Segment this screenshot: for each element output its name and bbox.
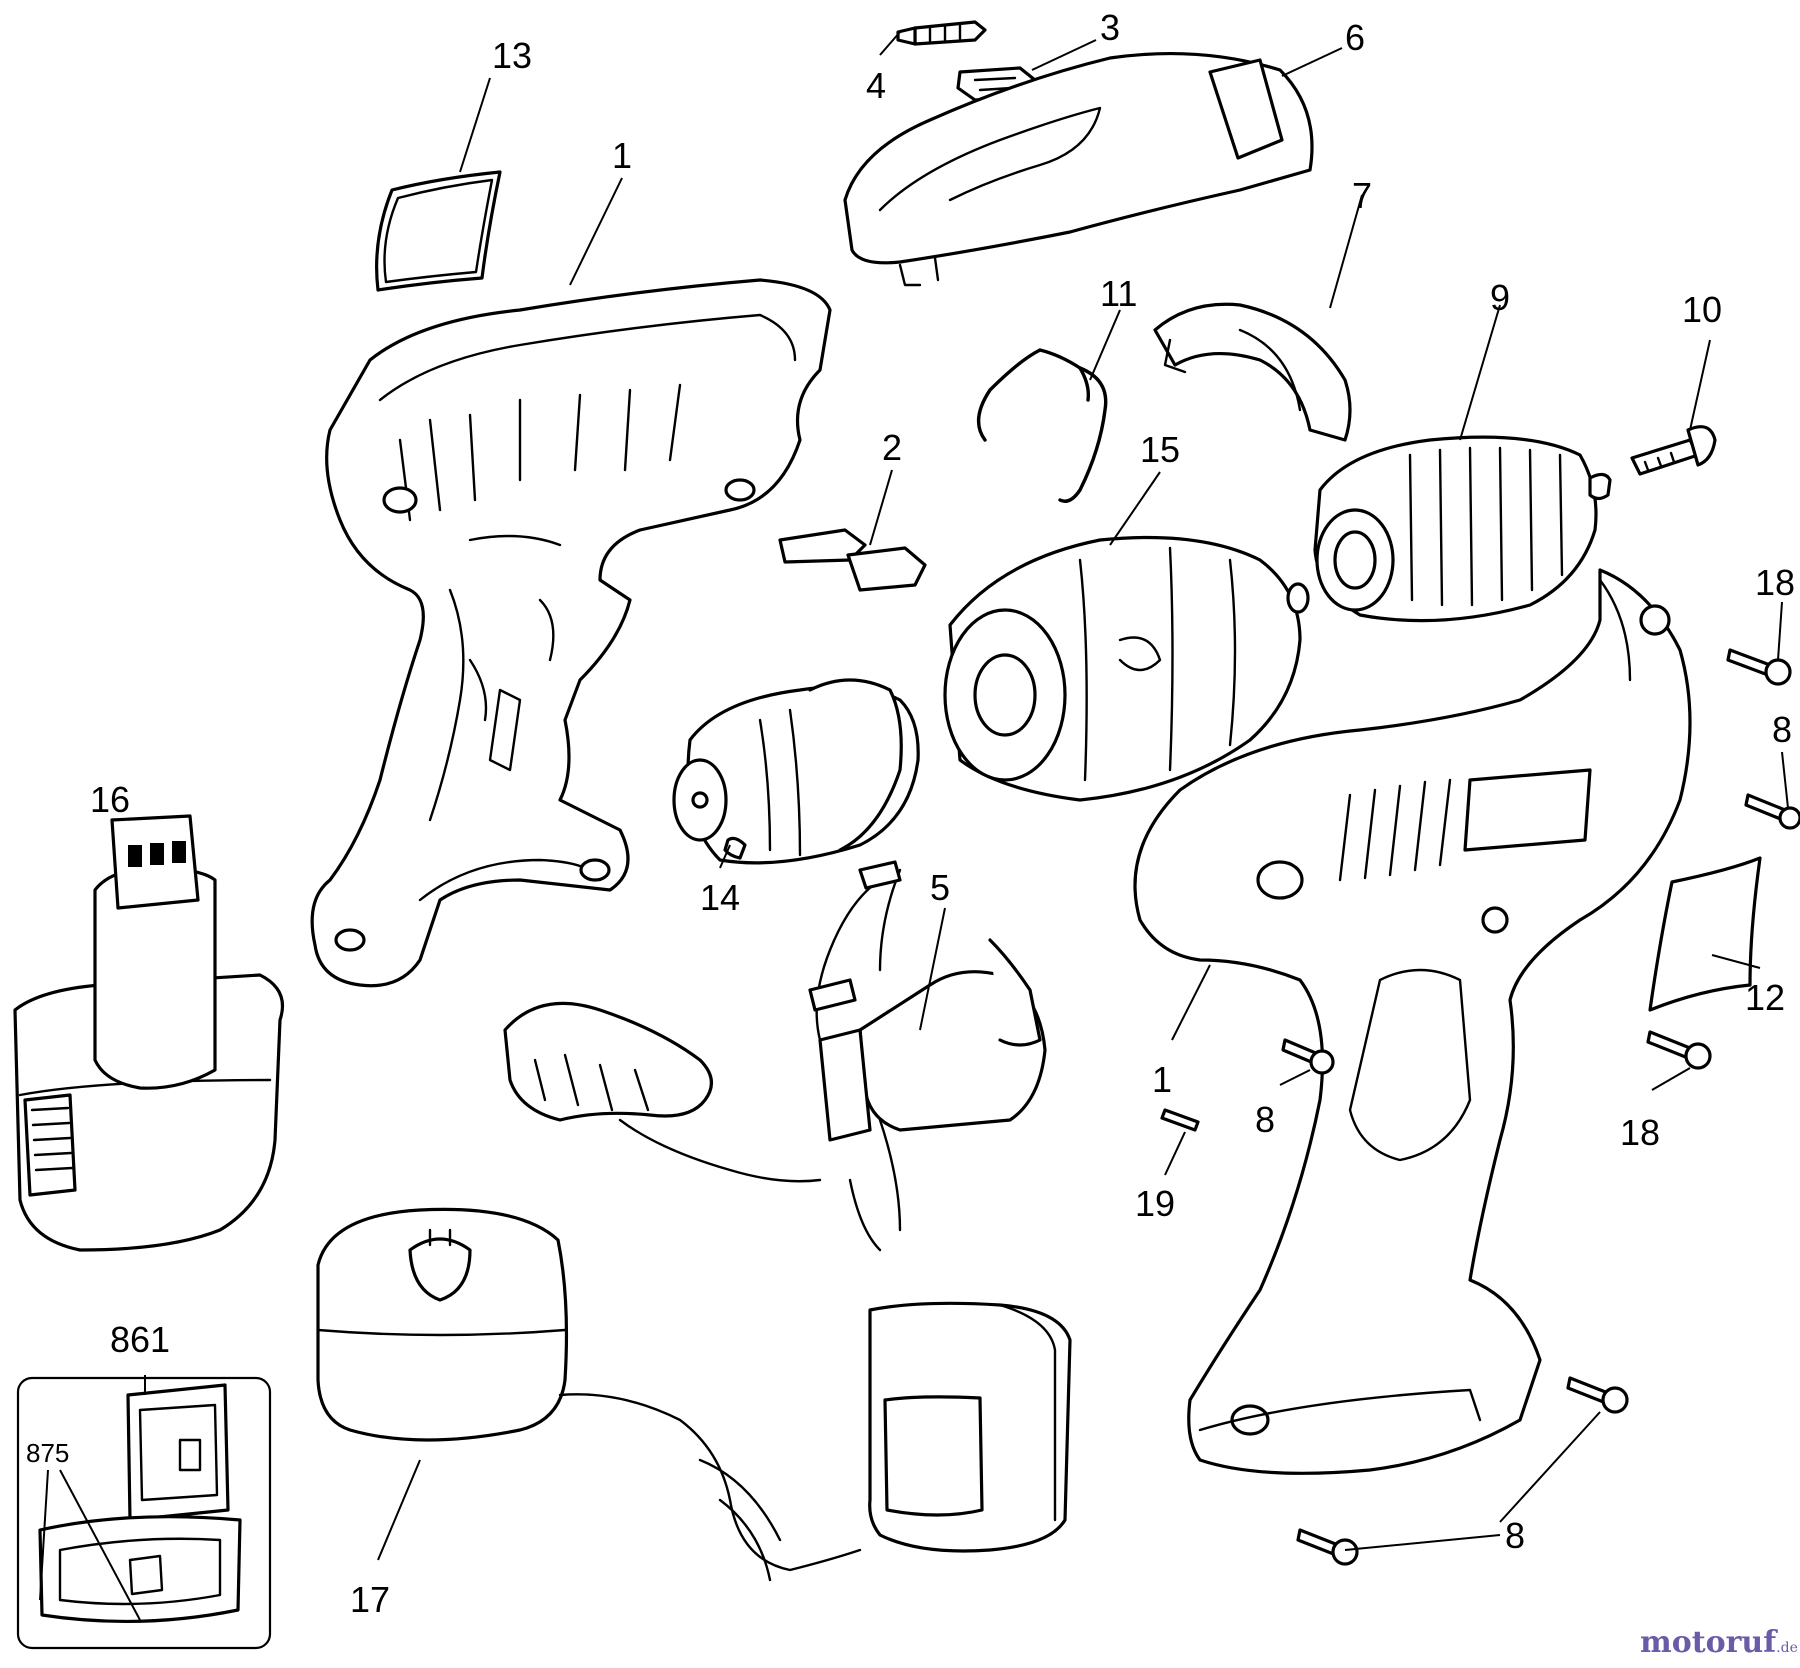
watermark-text: motoruf.de: [1640, 1625, 1798, 1660]
part-13-label-plate: [375, 170, 502, 292]
part-8-screw-right: [1744, 793, 1800, 830]
label-5: 5: [930, 867, 950, 908]
part-15-gearbox: [943, 535, 1310, 802]
label-16: 16: [90, 779, 130, 820]
label-1-right: 1: [1152, 1059, 1172, 1100]
part-2-switch-slider: [778, 528, 927, 592]
label-11: 11: [1100, 273, 1137, 314]
label-10: 10: [1682, 289, 1722, 330]
part-9-chuck: [1313, 435, 1612, 623]
part-number-labels: 13 1 3 4 6 7 11 9 10 2 15 16 14 5 18 8 1…: [26, 7, 1795, 1620]
part-17-power-adapter: [868, 1301, 1072, 1553]
watermark-suffix: .de: [1776, 1640, 1798, 1656]
part-11-spring-clip: [976, 348, 1108, 503]
label-13: 13: [492, 35, 532, 76]
label-4: 4: [866, 65, 886, 106]
part-17-charger: [316, 1207, 862, 1582]
part-16-battery-pack: [13, 814, 285, 1252]
label-3: 3: [1100, 7, 1120, 48]
label-17: 17: [350, 1579, 390, 1620]
label-19: 19: [1135, 1183, 1175, 1224]
part-12-label-plate: [1648, 856, 1762, 1012]
label-9: 9: [1490, 277, 1510, 318]
label-6: 6: [1345, 17, 1365, 58]
label-12: 12: [1745, 977, 1785, 1018]
part-18-screw-upper: [1726, 648, 1792, 686]
label-8-bottom: 8: [1505, 1515, 1525, 1556]
label-1-left: 1: [612, 135, 632, 176]
part-10-screw: [1630, 425, 1717, 476]
part-7-collar: [1153, 302, 1352, 442]
label-18-lower: 18: [1620, 1112, 1660, 1153]
part-5-switch-assembly: [808, 860, 1047, 1252]
label-7: 7: [1352, 175, 1372, 216]
part-1-left-housing: [310, 278, 832, 988]
part-861-carrying-case-inset: [16, 1376, 272, 1650]
label-14: 14: [700, 877, 740, 918]
label-875: 875: [26, 1438, 69, 1468]
label-8-right: 8: [1772, 709, 1792, 750]
trigger-cover: [503, 1001, 822, 1183]
label-8-mid: 8: [1255, 1099, 1275, 1140]
part-8-screw-bottom-a: [1566, 1376, 1629, 1414]
label-861: 861: [110, 1319, 170, 1360]
leader-lines: [39, 31, 1789, 1621]
part-18-screw-lower: [1646, 1030, 1712, 1070]
label-15: 15: [1140, 429, 1180, 470]
part-8-screw-mid: [1281, 1038, 1335, 1075]
part-4-screwdriver-bit: [896, 20, 987, 46]
part-6-top-cover: [843, 51, 1314, 287]
part-14-motor: [672, 678, 920, 865]
part-19-pin: [1160, 1108, 1200, 1132]
part-1-right-housing: [1133, 568, 1692, 1475]
part-8-screw-bottom-b: [1296, 1528, 1359, 1566]
watermark-main: motoruf: [1640, 1625, 1778, 1660]
label-2: 2: [882, 427, 902, 468]
watermark: motoruf.de: [1640, 1625, 1798, 1660]
label-18-upper: 18: [1755, 562, 1795, 603]
